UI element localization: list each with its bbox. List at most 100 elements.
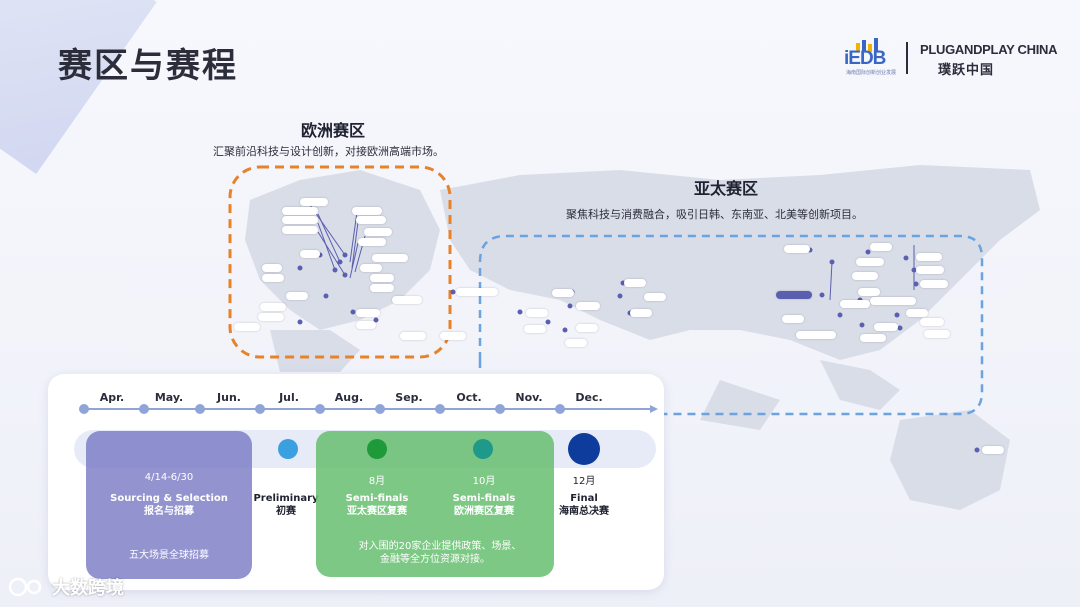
- city-tag: [260, 303, 286, 311]
- city-tag: [576, 302, 600, 310]
- iedb-logo-subtext: 海南国际创新创业发展: [846, 70, 897, 76]
- city-tag: [392, 296, 422, 304]
- city-tag: [524, 325, 546, 333]
- city-tag: [262, 264, 282, 272]
- month-label: Apr.: [99, 391, 125, 404]
- city-tag: [286, 292, 308, 300]
- apac-region-desc: 聚焦科技与消费融合，吸引日韩、东南亚、北美等创新项目。: [566, 208, 863, 221]
- city-tag: [282, 207, 318, 215]
- city-tag: [526, 309, 548, 317]
- timeline-arrow: [650, 405, 658, 413]
- city-tag: [552, 289, 574, 297]
- city-tag: [630, 309, 652, 317]
- month-label: Dec.: [575, 391, 603, 404]
- city-tag: [282, 226, 318, 234]
- city-tag: [982, 446, 1004, 454]
- month-dot: [555, 404, 565, 414]
- city-tag: [576, 324, 598, 332]
- final-dot: [568, 433, 600, 465]
- city-tag-highlight: [776, 291, 812, 299]
- preliminary-name-cn: 初赛: [276, 506, 296, 517]
- final-date: 12月: [572, 476, 596, 487]
- month-dot: [79, 404, 89, 414]
- month-dot: [139, 404, 149, 414]
- sourcing-name-cn: 报名与招募: [144, 506, 194, 517]
- city-tag: [300, 250, 320, 258]
- sourcing-note: 五大场景全球招募: [129, 550, 209, 561]
- semifinal-europe-name-en: Semi-finals: [452, 493, 516, 504]
- city-tag: [916, 253, 942, 261]
- sourcing-name-en: Sourcing & Selection: [110, 493, 228, 504]
- month-label: Jun.: [217, 391, 241, 404]
- timeline-axis: [84, 408, 654, 410]
- semifinal-europe-dot: [473, 439, 493, 459]
- month-label: Nov.: [515, 391, 543, 404]
- semifinal-apac-date: 8月: [368, 476, 386, 487]
- semifinal-note-line1: 对入围的20家企业提供政策、场景、: [358, 541, 522, 552]
- month-label: Oct.: [456, 391, 482, 404]
- preliminary-name-en: Preliminary: [253, 493, 319, 504]
- city-tag: [874, 323, 898, 331]
- city-tag: [920, 318, 944, 326]
- final-name-cn: 海南总决赛: [559, 506, 609, 517]
- month-dot: [375, 404, 385, 414]
- city-tag: [364, 228, 392, 236]
- semifinal-apac-name-cn: 亚太赛区复赛: [347, 506, 407, 517]
- city-tag: [356, 321, 376, 329]
- logo-divider: [906, 42, 908, 74]
- europe-region-title: 欧洲赛区: [301, 121, 366, 140]
- city-tag: [356, 216, 386, 224]
- sourcing-card: [86, 431, 252, 579]
- semifinals-card: [316, 431, 554, 577]
- city-tag: [860, 334, 886, 342]
- apac-region-title: 亚太赛区: [694, 179, 759, 198]
- city-tag: [300, 198, 328, 206]
- city-tag: [906, 309, 928, 317]
- city-tag: [400, 332, 426, 340]
- city-tag: [370, 284, 394, 292]
- semifinal-europe-date: 10月: [472, 476, 496, 487]
- city-tag: [356, 309, 380, 317]
- semifinal-note-line2: 金融等全方位资源对接。: [380, 554, 490, 565]
- month-label: Jul.: [279, 391, 299, 404]
- pnp-logo-text: PLUGANDPLAY CHINA: [920, 42, 1058, 57]
- city-tag: [262, 274, 284, 282]
- city-tag: [870, 243, 892, 251]
- iedb-logo: iEDB 海南国际创新创业发展: [844, 38, 897, 80]
- city-tag: [440, 332, 466, 340]
- month-dot: [495, 404, 505, 414]
- month-dot: [435, 404, 445, 414]
- city-tag: [624, 279, 646, 287]
- city-tag: [644, 293, 666, 301]
- city-tag: [916, 266, 944, 274]
- city-tag: [852, 272, 878, 280]
- city-tag: [782, 315, 804, 323]
- month-dot: [315, 404, 325, 414]
- apac-region-border: [478, 234, 984, 416]
- pnp-logo-cn-text: 璞跃中国: [938, 63, 995, 78]
- city-tag: [858, 288, 880, 296]
- city-tag: [870, 297, 916, 305]
- semifinal-apac-name-en: Semi-finals: [345, 493, 409, 504]
- city-tag: [234, 323, 260, 331]
- city-tag: [856, 258, 884, 266]
- month-dot: [195, 404, 205, 414]
- iedb-logo-text: iEDB: [844, 48, 886, 69]
- europe-region-border: [228, 165, 452, 359]
- city-tag: [456, 288, 498, 296]
- semifinal-apac-dot: [367, 439, 387, 459]
- building-icon: [856, 38, 878, 52]
- preliminary-dot: [278, 439, 298, 459]
- sourcing-date: 4/14-6/30: [144, 472, 194, 483]
- city-tag: [565, 339, 587, 347]
- city-tag: [784, 245, 810, 253]
- city-tag: [370, 274, 394, 282]
- europe-region-desc: 汇聚前沿科技与设计创新，对接欧洲高端市场。: [213, 145, 444, 158]
- city-tag: [840, 300, 870, 308]
- city-tag: [924, 330, 950, 338]
- month-label: May.: [154, 391, 184, 404]
- city-tag: [920, 280, 948, 288]
- watermark-icon: [8, 577, 42, 597]
- semifinal-europe-name-cn: 欧洲赛区复赛: [454, 506, 514, 517]
